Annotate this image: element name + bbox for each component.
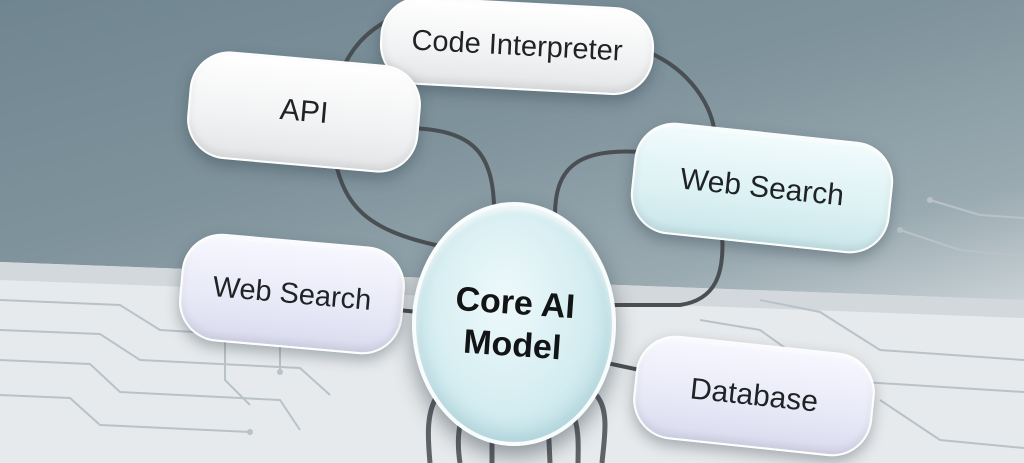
circuit-pad (247, 429, 253, 435)
circuit-trace (759, 299, 1024, 361)
core-pin (594, 393, 608, 463)
node-api: API (183, 48, 425, 176)
core-ai-model-node: Core AI Model (412, 202, 616, 446)
circuit-traces (0, 199, 1024, 449)
core-label: Core AI Model (454, 279, 577, 368)
connector-code-web (646, 50, 717, 137)
node-label: API (278, 92, 330, 131)
connector-web-core (553, 149, 642, 217)
circuit-trace (0, 394, 251, 433)
node-label: Database (688, 372, 820, 419)
circuit-trace (929, 199, 1024, 219)
connector-lines (329, 20, 725, 372)
connector-loop (598, 230, 725, 307)
circuit-trace (899, 229, 1024, 257)
node-label: Web Search (211, 270, 373, 317)
connector-api-core (408, 126, 496, 207)
circuit-trace (0, 329, 331, 396)
node-code-interpreter: Code Interpreter (377, 0, 657, 98)
circuit-pad (897, 227, 903, 233)
circuit-trace (879, 399, 1024, 449)
circuit-pad (927, 197, 933, 203)
circuit-pad (277, 369, 283, 375)
circuit-trace (0, 359, 301, 431)
node-label: Web Search (678, 162, 846, 213)
node-label: Code Interpreter (410, 23, 624, 68)
node-web-search-left: Web Search (175, 230, 409, 358)
